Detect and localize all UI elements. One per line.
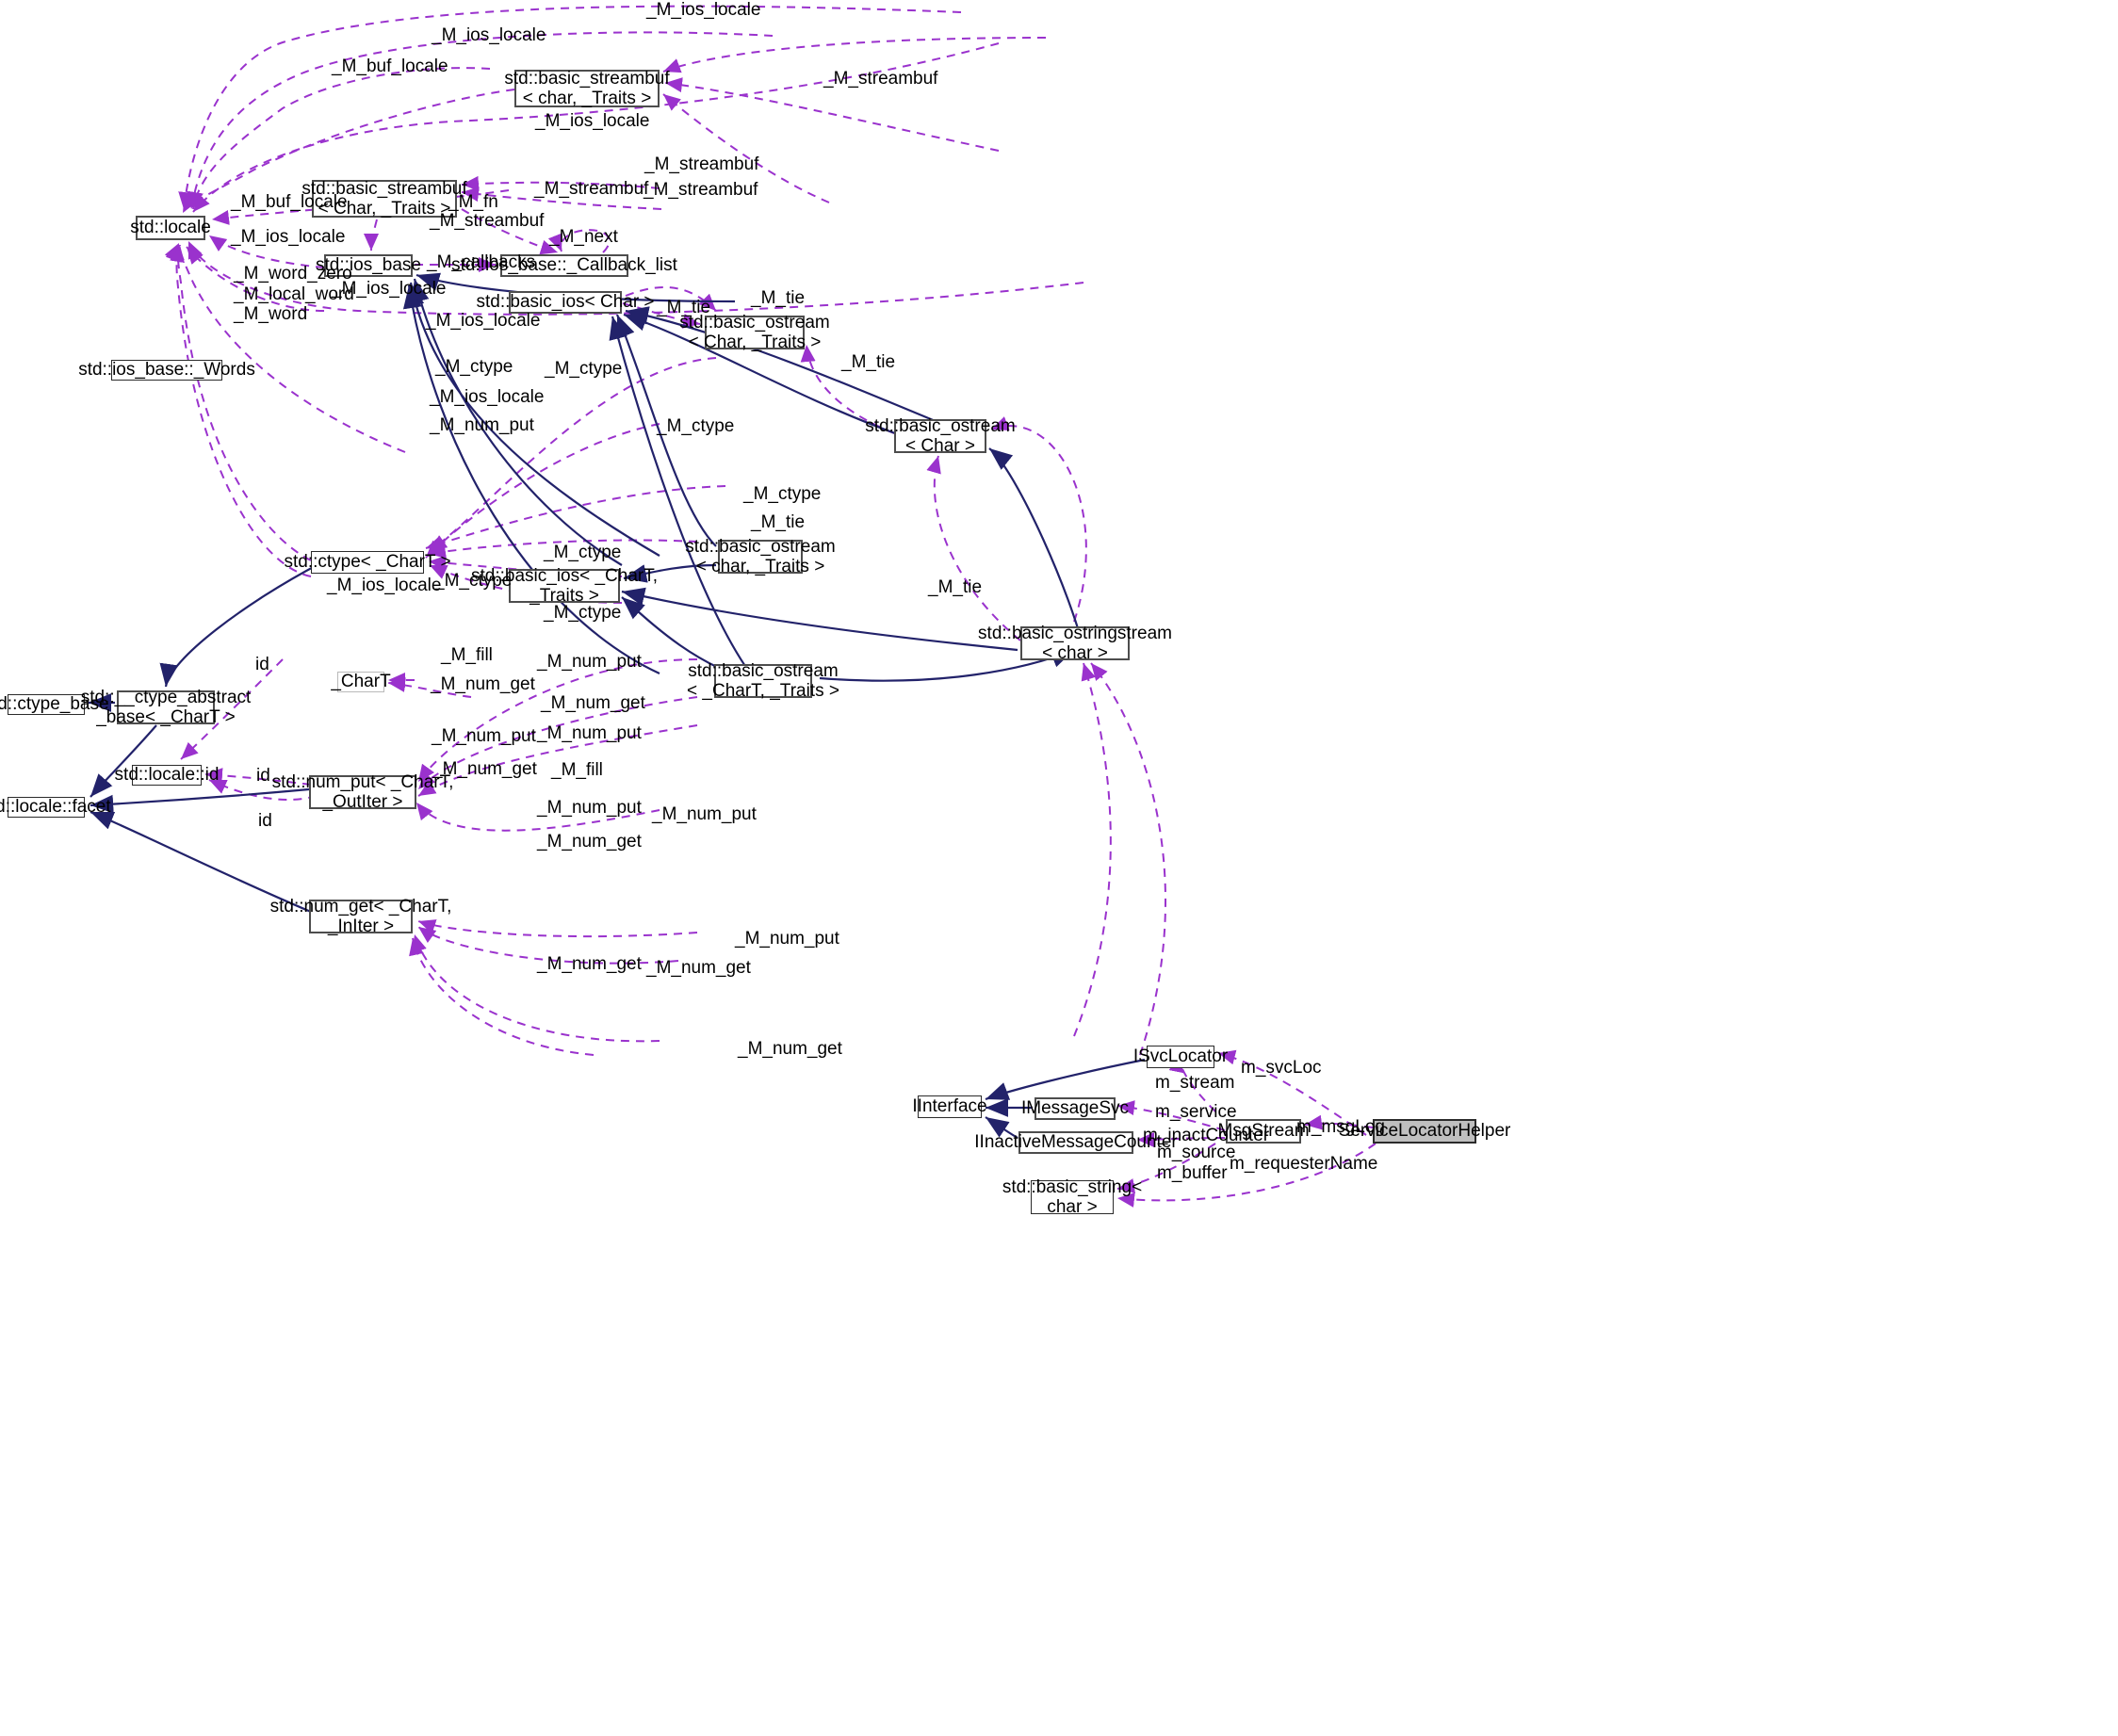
- edge-label: _M_num_put: [735, 929, 839, 949]
- edge-label: id: [256, 766, 270, 786]
- edge-label: _M_tie: [928, 577, 983, 597]
- class-node-ctype_CharT[interactable]: std::ctype< _CharT >: [284, 551, 451, 574]
- edge-label: _M_num_get: [646, 958, 751, 978]
- edge-label: _M_num_put: [537, 723, 642, 743]
- class-node-basic_ios_CharT[interactable]: std::basic_ios< _CharT, _Traits >: [471, 565, 659, 606]
- edge-label: m_stream: [1155, 1073, 1235, 1093]
- edge-label: _M_ctype: [544, 603, 622, 623]
- edge-label: _M_ios_locale: [646, 0, 761, 20]
- class-node-words[interactable]: std::ios_base::_Words: [78, 360, 255, 381]
- class-node-iinactive[interactable]: IInactiveMessageCounter: [974, 1131, 1178, 1154]
- edge-label: _M_ctype: [544, 543, 622, 562]
- edge-label: m_requesterName: [1230, 1154, 1378, 1174]
- edge-label: _M_ios_locale: [327, 576, 442, 595]
- edge-label: _M_num_get: [537, 832, 642, 852]
- edge-label: _M_callbacks: [427, 252, 536, 272]
- edge-label: _M_num_put: [652, 804, 757, 824]
- edge-label: _M_ctype: [435, 357, 513, 377]
- edge-label: _M_ios_locale: [535, 111, 650, 131]
- edge-label: _M_buf_locale: [231, 192, 348, 212]
- edge-label: _M_tie: [657, 298, 711, 317]
- class-node-imessagesvc[interactable]: IMessageSvc: [1020, 1097, 1130, 1120]
- class-node-slhelper[interactable]: ServiceLocatorHelper: [1339, 1119, 1510, 1144]
- class-node-num_get[interactable]: std::num_get< _CharT, _InIter >: [269, 896, 452, 936]
- edge-label: _M_streambuf: [534, 179, 649, 199]
- class-node-chart_t[interactable]: _CharT: [331, 672, 391, 692]
- edge-label: _M_num_get: [537, 954, 642, 974]
- edge-label: _M_ios_locale: [430, 387, 545, 407]
- edge-label: _M_num_put: [432, 726, 536, 746]
- edge-label: _M_tie: [751, 288, 806, 308]
- class-node-ostringstream[interactable]: std::basic_ostringstream < char >: [978, 623, 1172, 663]
- class-node-ostream_Char[interactable]: std::basic_ostream < Char >: [865, 415, 1016, 456]
- edge-label: m_svcLoc: [1241, 1058, 1322, 1078]
- edge-label: m_msgLog: [1296, 1117, 1385, 1137]
- edge-label: id: [258, 811, 272, 831]
- edge-label: id: [255, 655, 269, 674]
- edge-label: _M_streambuf: [430, 211, 545, 231]
- class-node-iinterface[interactable]: IInterface: [912, 1095, 987, 1118]
- edge-label: _M_ctype: [657, 416, 735, 436]
- class-node-locale_facet[interactable]: std::locale::facet: [0, 797, 111, 818]
- class-node-isvclocator[interactable]: ISvcLocator: [1132, 1046, 1229, 1068]
- edge-label: _M_ctype: [434, 571, 513, 591]
- class-node-ostream_char_Tr[interactable]: std::basic_ostream < char, _Traits >: [685, 536, 836, 576]
- class-node-ostream_Char_Tr[interactable]: std::basic_ostream < Char, _Traits >: [679, 312, 830, 352]
- edge-label: _M_fn: [448, 192, 498, 212]
- class-node-ostream_CharT[interactable]: std::basic_ostream < _CharT, _Traits >: [687, 660, 839, 701]
- edge-label: m_source m_buffer: [1157, 1143, 1236, 1183]
- class-node-ctype_base[interactable]: std::ctype_base: [0, 694, 109, 715]
- edge-label: _M_ctype: [743, 484, 822, 504]
- edge-label: _M_streambuf: [644, 180, 758, 200]
- edge-label: _M_ios_locale: [332, 279, 447, 299]
- edge-label: _M_ios_locale: [426, 311, 541, 331]
- edge-label: _M_tie: [841, 352, 896, 372]
- edge-label: _M_streambuf: [823, 69, 938, 89]
- edge-label: _M_ctype: [545, 359, 623, 379]
- edge-label: _M_fill: [441, 645, 493, 665]
- edge-label: _M_num_get: [738, 1039, 842, 1059]
- class-node-locale_id[interactable]: std::locale::id: [114, 765, 220, 786]
- edge-label: _M_num_get: [432, 759, 537, 779]
- edge-label: _M_streambuf: [644, 154, 759, 174]
- edge-label: _M_fill: [551, 760, 603, 780]
- edge-label: _M_ios_locale: [231, 227, 346, 247]
- edge-label: _M_num_put: [430, 415, 534, 435]
- edge-label: _M_buf_locale: [332, 57, 448, 76]
- edge-label: _M_tie: [751, 512, 806, 532]
- edge-label: _M_ios_locale: [432, 25, 546, 45]
- edge-label: _M_num_get: [541, 693, 645, 713]
- class-node-streambuf_char[interactable]: std::basic_streambuf < char, _Traits >: [504, 68, 670, 108]
- edge-label: _M_next: [549, 227, 618, 247]
- class-node-locale[interactable]: std::locale: [130, 216, 211, 240]
- edge-label: m_service: [1155, 1102, 1237, 1122]
- class-node-basic_string[interactable]: std::basic_string< char >: [1002, 1176, 1143, 1217]
- edge-label: _M_num_put: [537, 652, 642, 672]
- edge-label: _M_num_get: [431, 674, 535, 694]
- edge-label: _M_num_put: [537, 798, 642, 818]
- class-node-num_put[interactable]: std::num_put< _CharT, _OutIter >: [271, 771, 454, 812]
- class-node-ctype_abstract[interactable]: std::__ctype_abstract _base< _CharT >: [80, 687, 252, 727]
